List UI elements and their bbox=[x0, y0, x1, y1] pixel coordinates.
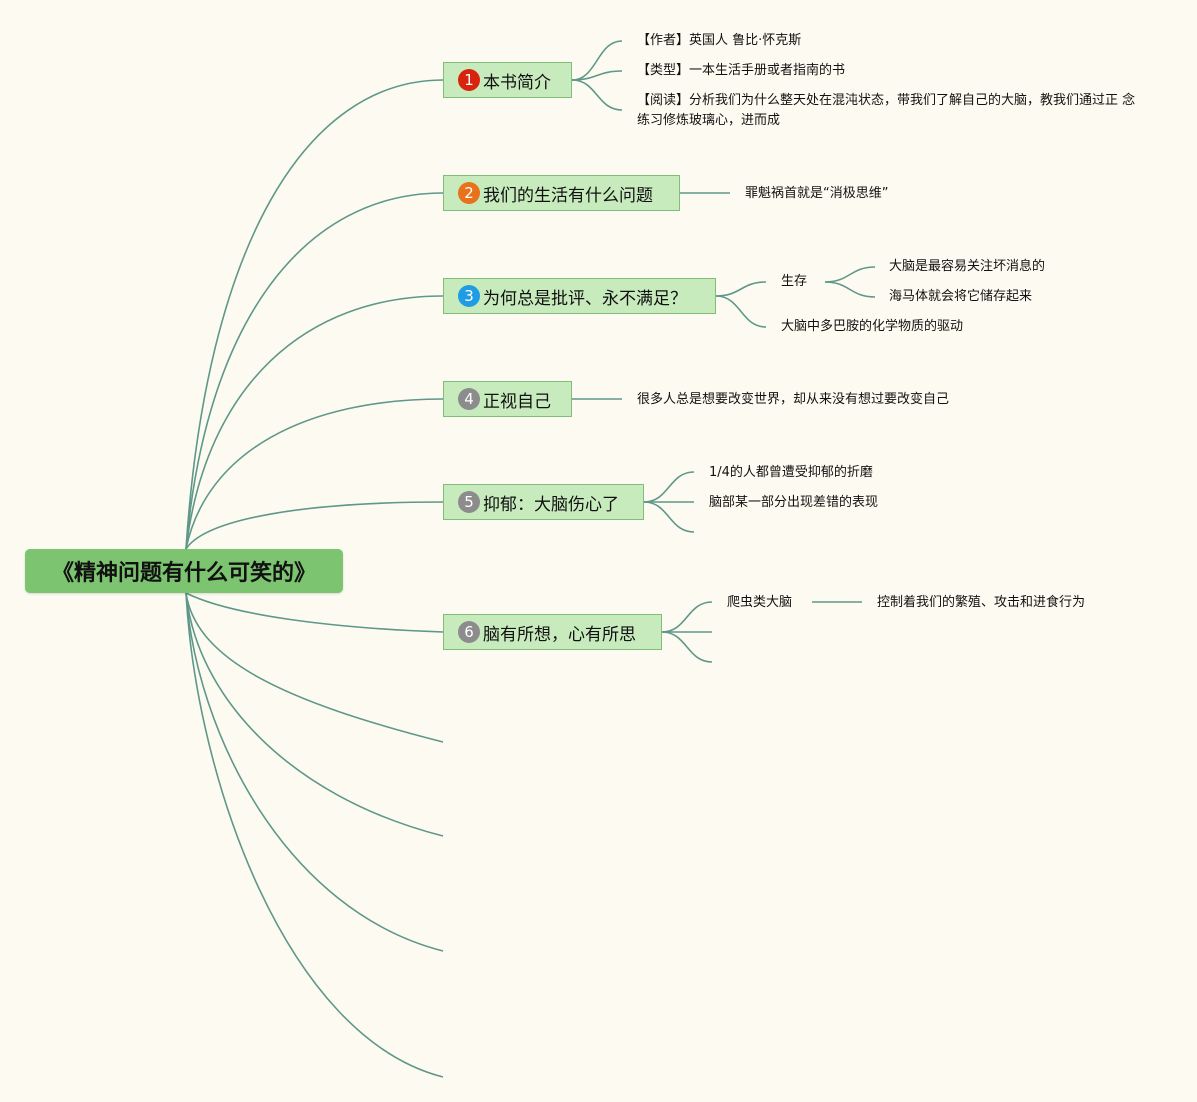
root-connector-3 bbox=[185, 295, 444, 550]
subtopic-negative-thinking[interactable]: 罪魁祸首就是“消极思维” bbox=[745, 186, 889, 201]
root-connector-2 bbox=[185, 192, 444, 550]
subtopic-genre[interactable]: 【类型】一本生活手册或者指南的书 bbox=[637, 63, 846, 78]
root-connector-4 bbox=[185, 398, 444, 550]
topic6-child-connector-3 bbox=[661, 631, 713, 663]
root-connector-empty-1 bbox=[185, 592, 444, 743]
topic-life-problems[interactable]: 2 我们的生活有什么问题 bbox=[443, 175, 680, 211]
subtopic-bad-news[interactable]: 大脑是最容易关注坏消息的 bbox=[889, 259, 1046, 274]
topic-depression[interactable]: 5 抑郁：大脑伤心了 bbox=[443, 484, 644, 520]
root-connector-5 bbox=[185, 501, 444, 550]
topic6-child-connector-1 bbox=[661, 601, 713, 633]
subtopic-reading[interactable]: 【阅读】分析我们为什么整天处在混沌状态，带我们了解自己的大脑，教我们通过正 念练… bbox=[637, 93, 1136, 128]
subtopic-reptile-brain[interactable]: 爬虫类大脑 bbox=[727, 595, 793, 610]
central-topic-label: 《精神问题有什么可笑的》 bbox=[51, 561, 316, 586]
priority-1-icon: 1 bbox=[458, 69, 480, 91]
topic5-child-connector-3 bbox=[643, 501, 695, 533]
central-topic[interactable]: 《精神问题有什么可笑的》 bbox=[25, 549, 343, 593]
topic-label: 本书简介 bbox=[483, 72, 551, 93]
priority-4-icon: 4 bbox=[458, 388, 480, 410]
survival-child-connector-2 bbox=[824, 281, 876, 298]
subtopic-survival[interactable]: 生存 bbox=[781, 274, 808, 289]
root-connector-6 bbox=[185, 592, 444, 633]
subtopic-dopamine[interactable]: 大脑中多巴胺的化学物质的驱动 bbox=[781, 319, 964, 334]
topic-label: 脑有所想，心有所思 bbox=[483, 624, 636, 645]
priority-6-icon: 6 bbox=[458, 621, 480, 643]
topic5-child-connector-1 bbox=[643, 471, 695, 503]
priority-2-icon: 2 bbox=[458, 182, 480, 204]
root-connector-empty-2 bbox=[185, 592, 444, 837]
topic-label: 我们的生活有什么问题 bbox=[483, 185, 653, 206]
topic-criticism[interactable]: 3 为何总是批评、永不满足？ bbox=[443, 278, 716, 314]
subtopic-brain-error[interactable]: 脑部某一部分出现差错的表现 bbox=[709, 495, 879, 510]
root-connector-empty-3 bbox=[185, 592, 444, 952]
topic3-child-connector-1 bbox=[715, 281, 767, 297]
survival-child-connector-1 bbox=[824, 266, 876, 283]
subtopic-quarter-people[interactable]: 1/4的人都曾遭受抑郁的折磨 bbox=[709, 465, 873, 480]
topic1-child-connector-2 bbox=[571, 70, 623, 81]
topic-label: 正视自己 bbox=[483, 391, 551, 412]
topic-label: 抑郁：大脑伤心了 bbox=[483, 494, 619, 515]
topic-label: 为何总是批评、永不满足？ bbox=[483, 288, 687, 309]
subtopic-author[interactable]: 【作者】英国人 鲁比·怀克斯 bbox=[637, 33, 802, 48]
topic3-child-connector-2 bbox=[715, 295, 767, 328]
root-connector-1 bbox=[185, 79, 444, 550]
subtopic-change-self[interactable]: 很多人总是想要改变世界，却从来没有想过要改变自己 bbox=[637, 392, 950, 407]
topic1-child-connector-3 bbox=[571, 79, 623, 111]
topic-book-intro[interactable]: 1 本书简介 bbox=[443, 62, 572, 98]
subtopic-hippocampus[interactable]: 海马体就会将它储存起来 bbox=[889, 289, 1033, 304]
subtopic-reptile-behavior[interactable]: 控制着我们的繁殖、攻击和进食行为 bbox=[877, 595, 1086, 610]
topic1-child-connector-1 bbox=[571, 40, 623, 81]
root-connector-empty-4 bbox=[185, 592, 444, 1078]
priority-5-icon: 5 bbox=[458, 491, 480, 513]
topic-face-yourself[interactable]: 4 正视自己 bbox=[443, 381, 572, 417]
priority-3-icon: 3 bbox=[458, 285, 480, 307]
topic-mind-heart[interactable]: 6 脑有所想，心有所思 bbox=[443, 614, 662, 650]
